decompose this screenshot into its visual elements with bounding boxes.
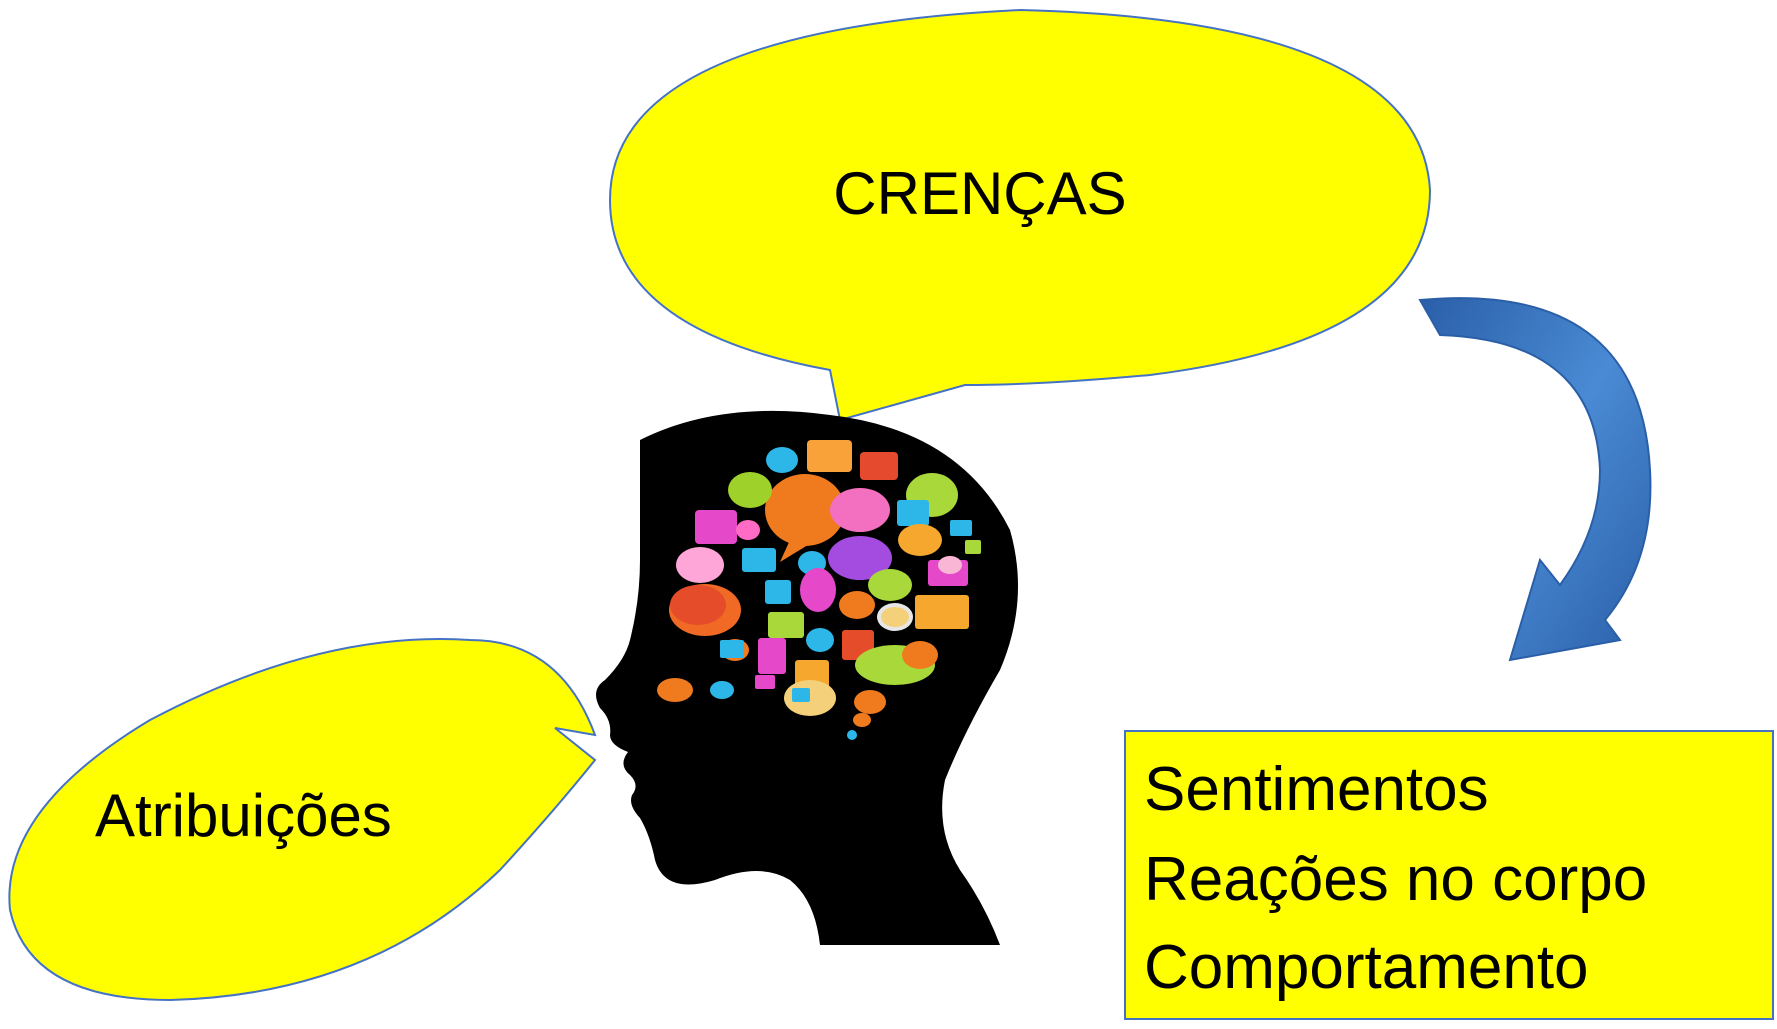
effect-line-sentimentos: Sentimentos <box>1144 755 1489 824</box>
effect-line-reacoes: Reações no corpo <box>1144 845 1648 914</box>
atribuicoes-label: Atribuições <box>95 782 392 849</box>
curved-arrow-icon <box>1418 297 1652 662</box>
atribuicoes-bubble <box>8 638 597 1002</box>
effect-line-comportamento: Comportamento <box>1144 933 1589 1002</box>
thought-bubbles-cluster <box>657 440 981 740</box>
crencas-label: CRENÇAS <box>833 160 1127 227</box>
crencas-bubble <box>608 8 1432 422</box>
effects-box: Sentimentos Reações no corpo Comportamen… <box>1124 730 1774 1020</box>
